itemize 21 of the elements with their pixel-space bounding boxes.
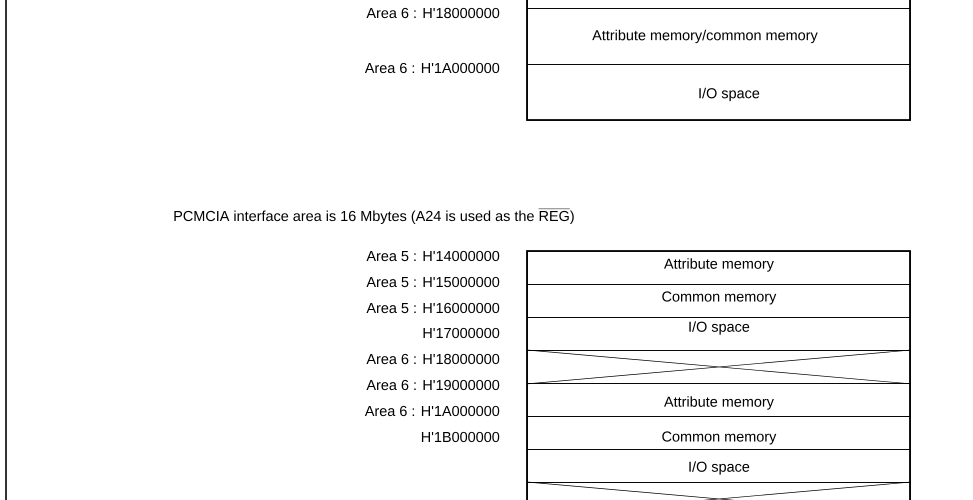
memory-area-box: I/O space — [527, 317, 911, 351]
memory-area-box: Attribute memory/common memory — [527, 8, 911, 65]
memory-area-box: Attribute memory — [527, 383, 911, 417]
crossed-out-box — [526, 350, 912, 384]
memory-area-box: Common memory — [527, 416, 911, 450]
address-label: Area 5 : H'16000000 — [366, 302, 500, 314]
address-label: H'1B000000 — [422, 432, 500, 442]
address-label: Area 6 : H'18000000 — [366, 8, 500, 18]
memory-area-box: I/O space — [527, 64, 911, 121]
crossed-out-box — [526, 482, 912, 500]
address-label: Area 6 : H'19000000 — [366, 380, 500, 390]
address-label: Area 6 : H'18000000 — [366, 354, 500, 364]
memory-area-box: Common memory — [527, 284, 911, 318]
node-label: Attribute memory — [664, 258, 774, 272]
heading: $\text{PCMCIA interface area is 16 Mbytes (A24 is used as the }\overline{\text{REG}}\text{)}$ — [174, 208, 574, 224]
address-label: H'17000000 — [424, 328, 500, 338]
address-label: Area 6 : H'1A000000 — [364, 406, 500, 416]
address-label: Area 5 : H'14000000 — [366, 250, 500, 262]
memory-area-box: I/O space — [527, 449, 911, 483]
address-label: Area 6 : H'1A000000 — [364, 62, 500, 74]
address-label: Area 5 : H'15000000 — [366, 276, 500, 288]
